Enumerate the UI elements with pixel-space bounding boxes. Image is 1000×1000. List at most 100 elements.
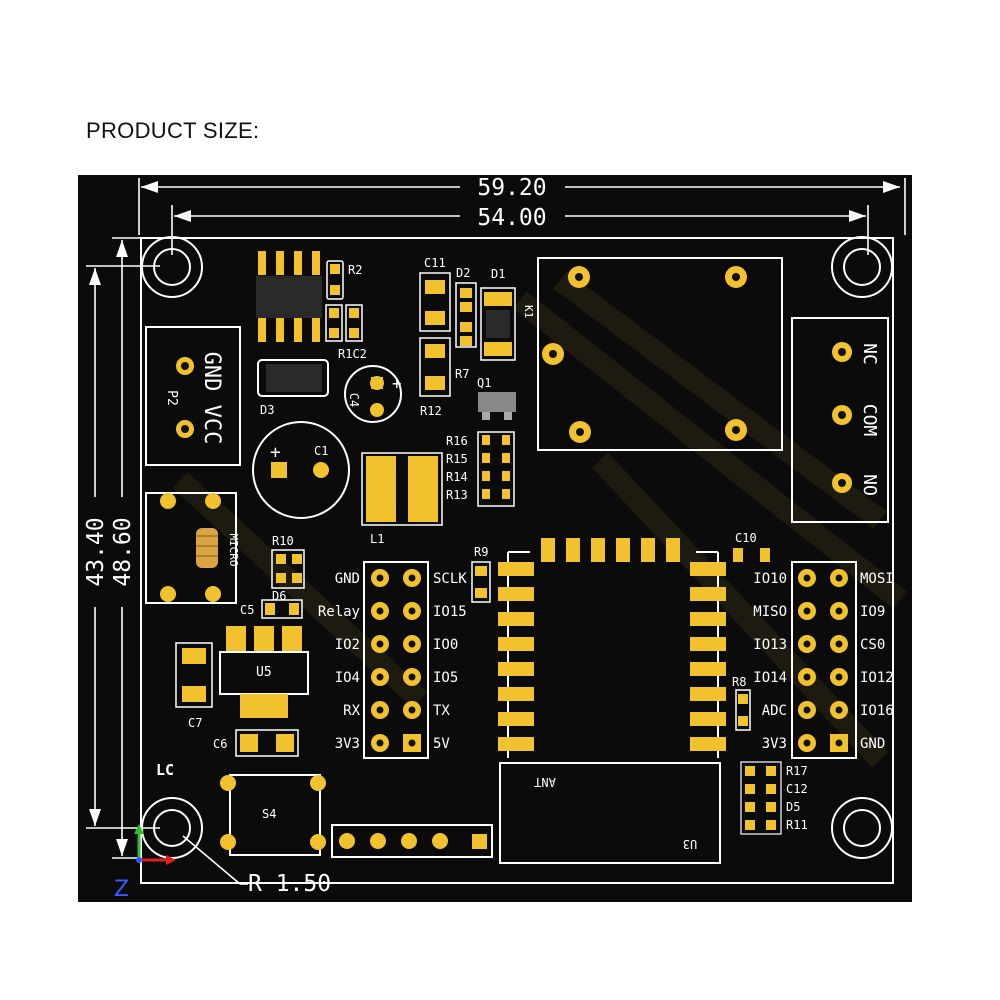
left-header-label: IO5 (433, 670, 458, 686)
wifi-module: ANT U3 (498, 538, 726, 864)
s4-label: S4 (262, 807, 276, 821)
module-pad (690, 662, 726, 676)
r1c2-label: R1C2 (338, 347, 367, 361)
right-pin-header: IO10 MISO IO13 IO14 ADC 3V3 MOSI IO9 CS0… (753, 561, 894, 759)
gnd-vcc-label: GND VCC (199, 352, 224, 445)
c1-label: C1 (314, 444, 328, 458)
left-header-label: 5V (433, 736, 450, 752)
r8-label: R8 (732, 675, 746, 689)
right-header-label: 3V3 (762, 736, 787, 752)
module-pad (690, 612, 726, 626)
r9-label: R9 (474, 545, 488, 559)
module-pad (666, 538, 680, 562)
resistor-r8: R8 (732, 675, 751, 731)
left-header-left-labels: GND Relay IO2 IO4 RX 3V3 (318, 571, 361, 752)
header-pin-hole (408, 706, 416, 714)
resistor-r9: R9 (471, 545, 491, 603)
header-pin-hole (803, 574, 811, 582)
ic-8pin (256, 251, 322, 342)
module-pad (541, 538, 555, 562)
module-pad (498, 637, 534, 651)
mounting-hole-bottom-right (831, 797, 893, 859)
height-outer-label: 48.60 (110, 517, 136, 586)
d5-label: D5 (786, 800, 800, 814)
diode-d3: D3 (257, 359, 329, 417)
module-pad (690, 687, 726, 701)
d1-label: D1 (491, 267, 505, 281)
capacitor-c4: + C4 (344, 365, 402, 423)
lc-label: LC (156, 761, 174, 779)
r16-label: R16 (446, 434, 468, 448)
header-pin-hole (835, 706, 843, 714)
diode-d2: D2 (455, 266, 477, 348)
header-pin-hole (408, 673, 416, 681)
com-label: COM (859, 404, 880, 437)
capacitor-c5: C5 (240, 599, 303, 619)
l1-label: L1 (370, 532, 384, 546)
c12-label: C12 (786, 782, 808, 796)
k1-label: K1 (522, 305, 535, 318)
module-pad (616, 538, 630, 562)
module-pad (498, 662, 534, 676)
hole-radius-callout: R 1.50 (182, 835, 331, 897)
relay-terminal: NC COM NO (791, 317, 889, 523)
right-header-left-labels: IO10 MISO IO13 IO14 ADC 3V3 (753, 571, 787, 752)
left-header-label: IO15 (433, 604, 467, 620)
right-header-right-labels: MOSI IO9 CS0 IO12 IO16 GND (860, 571, 894, 752)
module-pad (690, 587, 726, 601)
left-header-label: Relay (318, 604, 360, 620)
header-pin-hole (376, 673, 384, 681)
module-pad (690, 637, 726, 651)
dimension-width-outer: 59.20 (138, 175, 906, 235)
module-pad (690, 712, 726, 726)
right-header-label: IO16 (860, 703, 894, 719)
r2-label: R2 (348, 263, 362, 277)
resistor-r2: R2 (326, 260, 362, 300)
c4-label: C4 (347, 393, 361, 407)
header-pin-hole (376, 739, 384, 747)
header-pin-hole (835, 607, 843, 615)
capacitor-c10: C10 (733, 531, 770, 562)
resistor-r10: R10 D6 (271, 534, 305, 603)
capacitor-c11: C11 (419, 256, 451, 332)
board-outline (140, 237, 894, 884)
left-header-label: TX (433, 703, 450, 719)
nc-label: NC (859, 343, 880, 365)
resistor-r7: R7 R12 (419, 337, 469, 418)
transistor-q1: Q1 (477, 376, 516, 420)
module-pad (498, 712, 534, 726)
right-header-label: IO9 (860, 604, 885, 620)
r7-label: R7 (455, 367, 469, 381)
r14-label: R14 (446, 470, 468, 484)
svg-text:+: + (392, 374, 402, 393)
header-pin-hole (835, 574, 843, 582)
left-pin-header: GND Relay IO2 IO4 RX 3V3 SCLK IO15 IO0 I… (318, 561, 467, 759)
header-pin-hole (376, 607, 384, 615)
right-header-label: MOSI (860, 571, 894, 587)
left-header-label: IO2 (335, 637, 360, 653)
ant-label: ANT (534, 775, 556, 789)
r11-label: R11 (786, 818, 808, 832)
header-pin-hole (803, 607, 811, 615)
header-pin-hole (803, 739, 811, 747)
left-header-label: IO4 (335, 670, 360, 686)
module-pad (498, 587, 534, 601)
module-pad (641, 538, 655, 562)
axis-z-label: Z (114, 877, 129, 902)
module-pad (498, 562, 534, 576)
switch-s4: S4 (220, 774, 326, 856)
left-header-label: GND (335, 571, 360, 587)
header-pin-hole (408, 607, 416, 615)
c6-label: C6 (213, 737, 227, 751)
header-pin-hole (835, 739, 843, 747)
dimension-width-inner: 54.00 (171, 204, 869, 255)
r10-label: R10 (272, 534, 294, 548)
header-pin-hole (408, 640, 416, 648)
width-inner-label: 54.00 (477, 205, 546, 231)
left-header-label: 3V3 (335, 736, 360, 752)
header-pin-hole (376, 574, 384, 582)
left-header-label: IO0 (433, 637, 458, 653)
dimension-height-inner: 43.40 (83, 265, 160, 829)
module-pad (498, 687, 534, 701)
